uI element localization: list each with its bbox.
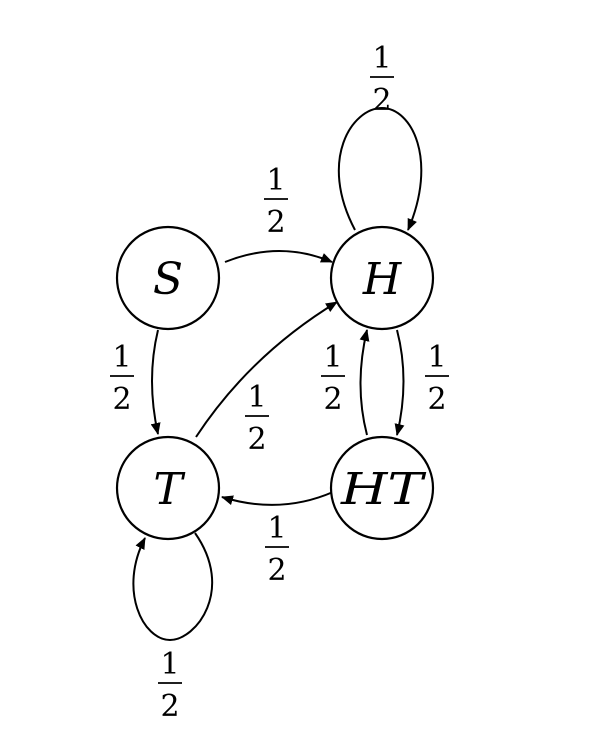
edge-s-to-t: [150, 329, 161, 435]
edge-label-ht-to-t: 1 2: [265, 511, 289, 588]
edge-label-h-self-loop: 1 2: [370, 41, 394, 118]
node-h-label: H: [362, 254, 403, 305]
edge-label-numerator: 1: [372, 41, 391, 76]
edge-h-to-ht: [394, 329, 405, 436]
edge-label-numerator: 1: [266, 163, 285, 198]
edge-h-self-loop: [337, 106, 423, 231]
edge-label-s-to-t: 1 2: [110, 340, 134, 417]
edge-label-denominator: 2: [323, 382, 342, 417]
edge-s-to-h: [224, 250, 333, 263]
node-ht-label: HT: [340, 464, 428, 515]
node-s: S: [115, 225, 221, 331]
node-s-label: S: [153, 254, 183, 305]
edge-label-denominator: 2: [247, 422, 266, 457]
edge-label-denominator: 2: [427, 382, 446, 417]
edge-label-ht-to-h: 1 2: [321, 340, 345, 417]
edge-label-t-to-h: 1 2: [245, 380, 269, 457]
edge-label-denominator: 2: [372, 83, 391, 118]
edge-label-s-to-h: 1 2: [264, 163, 288, 240]
edge-label-t-self-loop: 1 2: [158, 647, 182, 724]
edge-ht-to-h: [359, 329, 370, 436]
edge-label-h-to-ht: 1 2: [425, 340, 449, 417]
edge-label-denominator: 2: [267, 553, 286, 588]
edge-label-numerator: 1: [112, 340, 131, 375]
edge-ht-to-t: [221, 491, 334, 506]
edge-label-numerator: 1: [427, 340, 446, 375]
edge-label-numerator: 1: [160, 647, 179, 682]
node-h: H: [329, 225, 435, 331]
node-t-label: T: [153, 464, 186, 515]
edge-label-denominator: 2: [112, 382, 131, 417]
edge-label-denominator: 2: [160, 689, 179, 724]
edge-t-to-h: [195, 301, 338, 438]
edge-label-denominator: 2: [266, 205, 285, 240]
edge-label-numerator: 1: [267, 511, 286, 546]
edge-label-numerator: 1: [323, 340, 342, 375]
node-ht: HT: [329, 435, 435, 541]
edge-t-self-loop: [132, 532, 214, 642]
edge-label-numerator: 1: [247, 380, 266, 415]
node-t: T: [115, 435, 221, 541]
